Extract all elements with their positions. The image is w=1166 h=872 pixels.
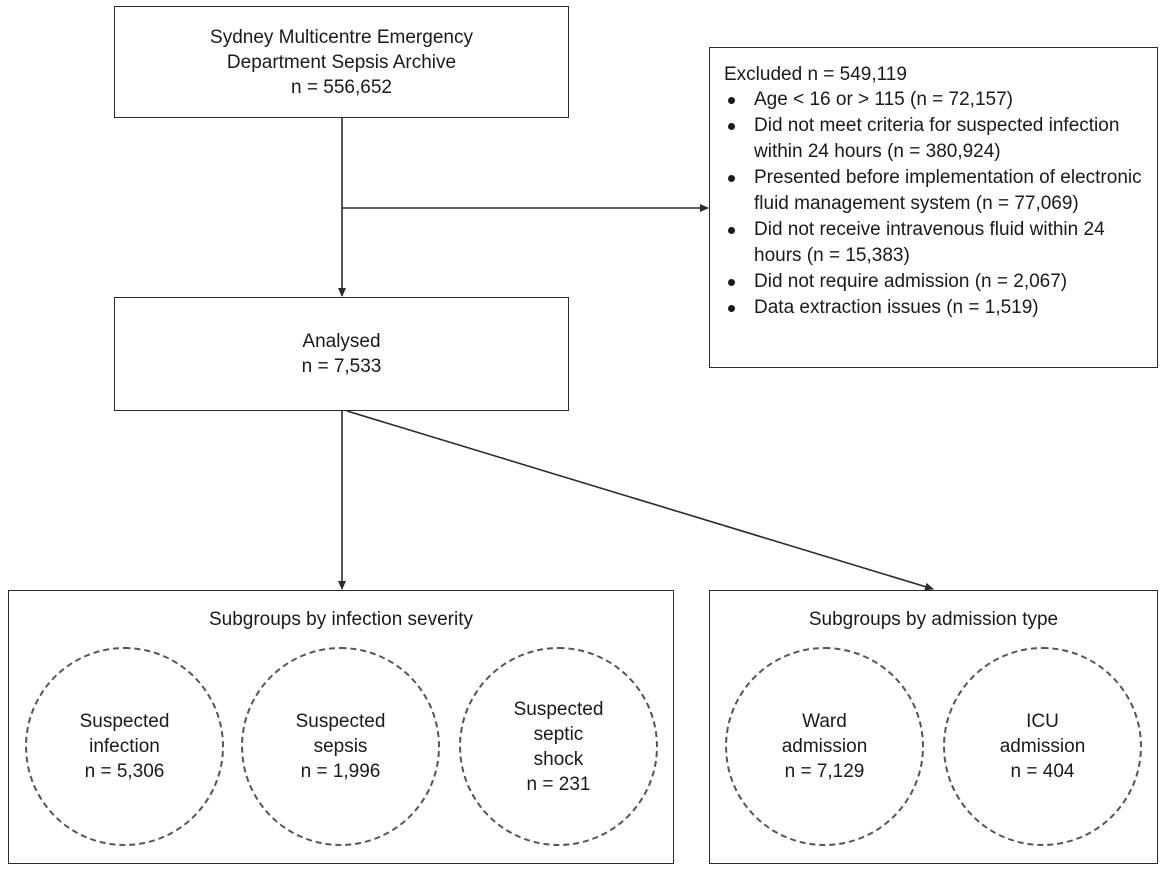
circle-icu-admission: ICU admission n = 404: [943, 647, 1142, 846]
circle-line: Suspected: [295, 711, 386, 732]
circle-line: Suspected: [513, 698, 604, 720]
circle-line: shock: [533, 748, 584, 770]
excluded-item: Did not require admission (n = 2,067): [724, 269, 1143, 295]
excluded-item: Data extraction issues (n = 1,519): [724, 295, 1143, 321]
excluded-item: Age < 16 or > 115 (n = 72,157): [724, 87, 1143, 113]
circle-line: admission: [999, 736, 1086, 757]
circle-count: n = 5,306: [84, 761, 165, 782]
excluded-box: Excluded n = 549,119 Age < 16 or > 115 (…: [709, 47, 1158, 368]
severity-title: Subgroups by infection severity: [208, 609, 474, 630]
circle-count: n = 231: [526, 773, 591, 795]
circle-suspected-sepsis: Suspected sepsis n = 1,996: [241, 647, 440, 846]
admission-title: Subgroups by admission type: [808, 609, 1059, 630]
archive-line-2: Department Sepsis Archive: [226, 51, 457, 73]
excluded-item: Did not meet criteria for suspected infe…: [724, 113, 1143, 165]
circle-line: sepsis: [313, 736, 368, 757]
severity-subgroups-box: Subgroups by infection severity Suspecte…: [8, 590, 674, 864]
archive-box: Sydney Multicentre Emergency Department …: [114, 6, 569, 118]
admission-subgroups-box: Subgroups by admission type Ward admissi…: [709, 590, 1158, 864]
excluded-item: Did not receive intravenous fluid within…: [724, 217, 1143, 269]
circle-line: ICU: [1026, 711, 1059, 732]
analysed-count: n = 7,533: [301, 356, 382, 377]
circle-line: admission: [781, 736, 868, 757]
circle-line: septic: [533, 723, 584, 745]
circle-count: n = 7,129: [784, 761, 865, 782]
analysed-box: Analysed n = 7,533: [114, 297, 569, 411]
archive-line-1: Sydney Multicentre Emergency: [210, 26, 473, 48]
circle-ward-admission: Ward admission n = 7,129: [725, 647, 924, 846]
circle-line: Ward: [802, 711, 847, 732]
circle-line: Suspected: [79, 711, 170, 732]
analysed-label: Analysed: [302, 331, 381, 352]
circle-count: n = 404: [1010, 761, 1075, 782]
circle-count: n = 1,996: [300, 761, 381, 782]
arrow-analysed-to-admission: [346, 410, 934, 591]
excluded-list: Age < 16 or > 115 (n = 72,157) Did not m…: [724, 87, 1143, 321]
excluded-item: Presented before implementation of elect…: [724, 165, 1143, 217]
circle-line: infection: [89, 736, 160, 757]
circle-suspected-infection: Suspected infection n = 5,306: [25, 647, 224, 846]
excluded-title: Excluded n = 549,119: [724, 64, 907, 85]
circle-suspected-septic-shock: Suspected septic shock n = 231: [459, 647, 658, 846]
archive-count: n = 556,652: [291, 76, 392, 98]
